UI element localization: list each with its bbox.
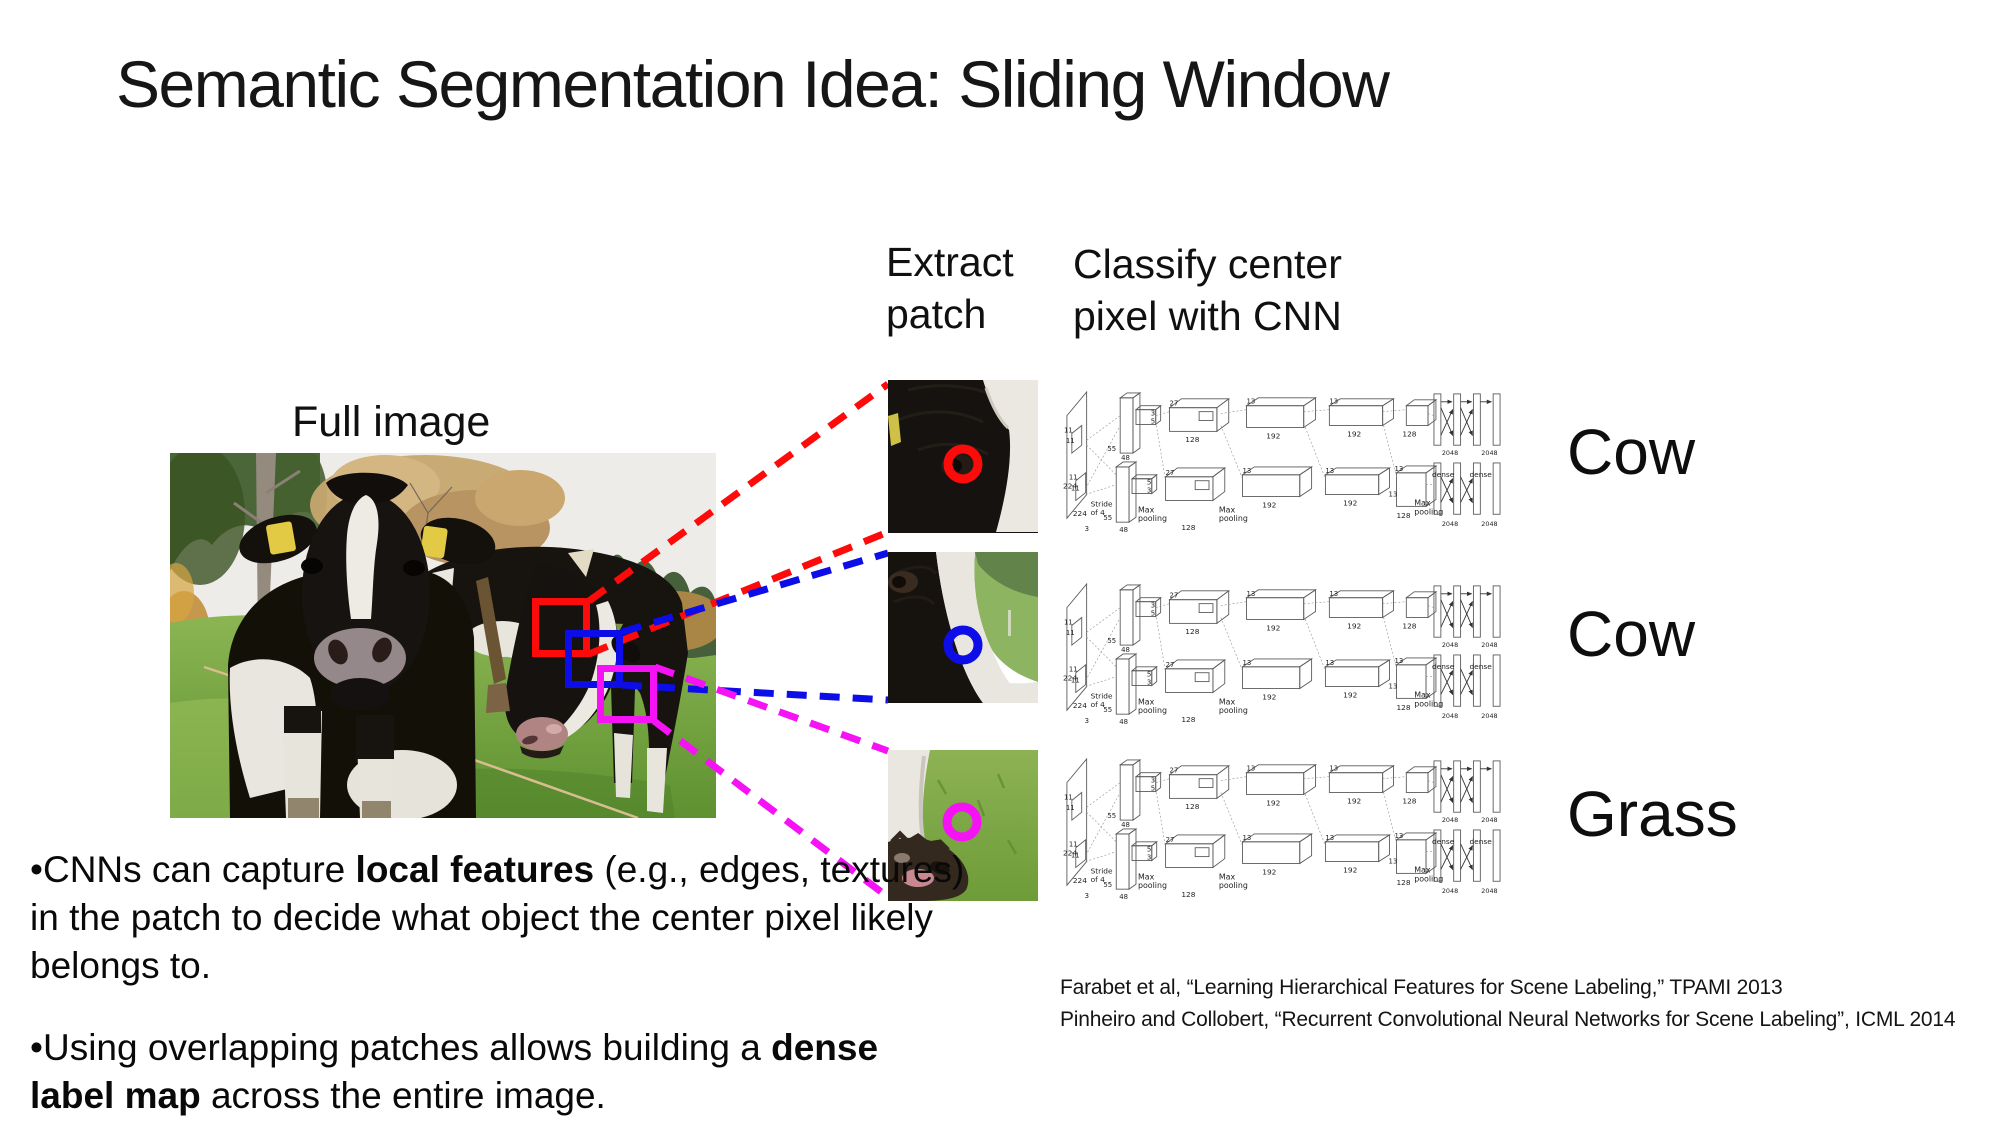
patch-image-2: [888, 552, 1038, 703]
full-image-label: Full image: [292, 398, 491, 446]
collar-strap: [476, 577, 506, 684]
extract-patch-label: Extract patch: [886, 239, 1014, 337]
cow-nose: [516, 717, 568, 751]
cnn-diagram-2: [1060, 578, 1505, 726]
cow-left: [228, 472, 496, 818]
face-blaze: [346, 495, 379, 619]
citation-1: Farabet et al, “Learning Hierarchical Fe…: [1060, 976, 1783, 999]
classification-label-3: Grass: [1567, 778, 1738, 850]
bullet-2: •Using overlapping patches allows buildi…: [30, 1027, 879, 1116]
cow-eye: [301, 558, 323, 574]
ear-tag: [266, 521, 296, 555]
cow-bell: [486, 683, 510, 713]
page-title: Semantic Segmentation Idea: Sliding Wind…: [116, 47, 1390, 121]
patch-box-red: [532, 598, 590, 657]
white-blaze: [983, 380, 1038, 532]
bullet-1: •CNNs can capture local features (e.g., …: [30, 849, 965, 986]
cow-eye: [403, 560, 425, 576]
bullet-text: •CNNs can capture local features (e.g., …: [30, 846, 965, 1120]
white-blaze: [936, 552, 1038, 703]
red-ring-icon: [943, 444, 983, 484]
full-image-photo: [170, 453, 716, 818]
citations: Farabet et al, “Learning Hierarchical Fe…: [1060, 972, 1956, 1036]
patch-image-3: [888, 750, 1038, 901]
magenta-ring-icon: [942, 802, 982, 842]
cow-scene: [170, 453, 716, 818]
fence-post: [1008, 610, 1011, 636]
blue-ring-icon: [943, 625, 983, 665]
bullet-marker: •: [30, 849, 43, 890]
classification-label-2: Cow: [1567, 598, 1696, 670]
citation-2: Pinheiro and Collobert, “Recurrent Convo…: [1060, 1008, 1956, 1031]
cnn-diagram-3: [1060, 753, 1505, 901]
patch-image-1: [888, 380, 1038, 533]
bullet-marker: •: [30, 1027, 43, 1068]
cnn-diagram-1: [1060, 386, 1505, 534]
cow-eye: [892, 576, 906, 588]
cow-nose: [888, 837, 969, 901]
patch-box-magenta: [597, 665, 657, 723]
classify-label: Classify center pixel with CNN: [1073, 241, 1342, 339]
ear-tag-sliver: [888, 413, 901, 446]
ear-tag: [420, 525, 448, 559]
classification-label-1: Cow: [1567, 416, 1696, 488]
